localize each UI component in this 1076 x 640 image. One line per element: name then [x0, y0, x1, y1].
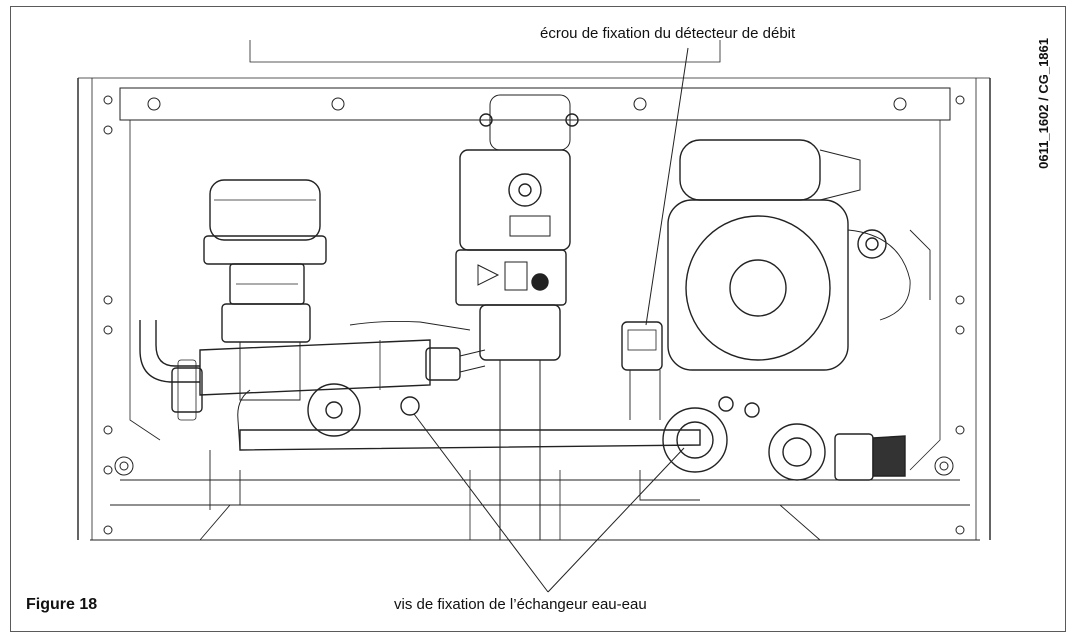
left-pipe: [139, 320, 203, 421]
callout-flow-detector-nut: écrou de fixation du détecteur de débit: [540, 25, 796, 42]
valve-body: [199, 320, 486, 401]
casing: [77, 40, 991, 541]
leader-line-flow-detector-nut: [645, 47, 689, 326]
gas-valve: [455, 94, 579, 540]
frame-screws: [103, 95, 965, 535]
leader-lines: [413, 47, 689, 593]
exchanger: [209, 383, 906, 510]
drawing-reference: 0611_1602 / CG_1861: [1036, 38, 1051, 169]
figure-label: Figure 18: [26, 596, 98, 613]
circulating-pump: [667, 139, 931, 371]
flow-detector: [621, 321, 663, 420]
safety-valve-cap: [203, 179, 327, 343]
leader-line-exchanger-screw-right: [547, 447, 685, 593]
leader-line-exchanger-screw-left: [413, 413, 549, 593]
callout-exchanger-screws: vis de fixation de l’échangeur eau-eau: [394, 596, 647, 613]
figure-frame: [10, 6, 1066, 632]
